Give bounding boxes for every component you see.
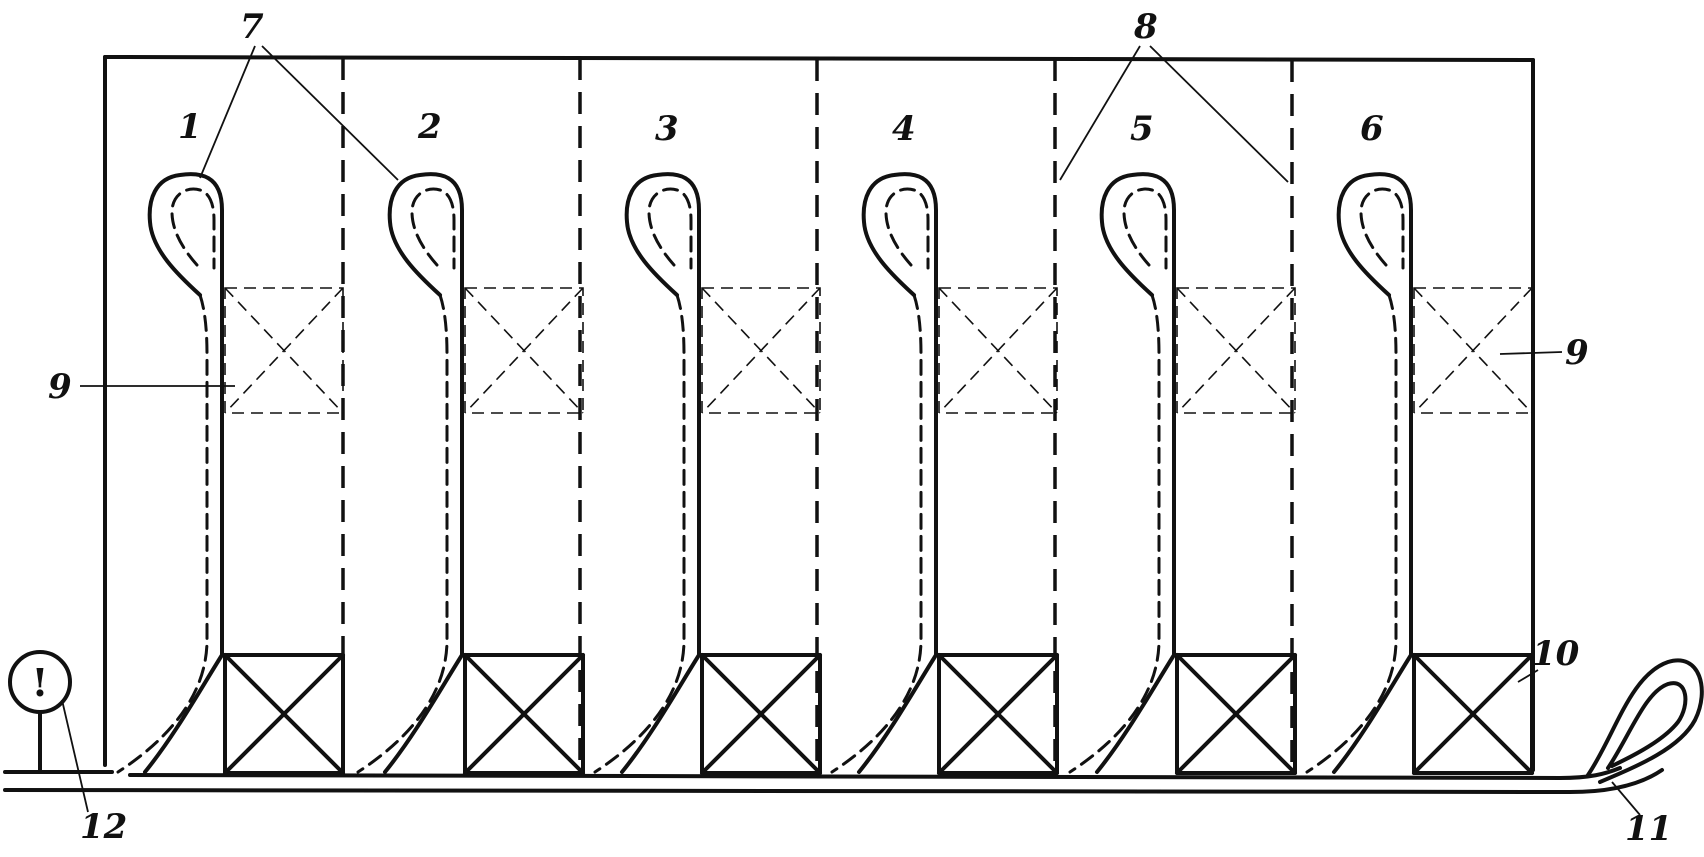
loading-block xyxy=(937,653,1059,775)
loading-block xyxy=(223,653,345,775)
access-road-dashed xyxy=(1305,293,1398,774)
loop-dashed-inner xyxy=(410,187,456,270)
loop-dashed-inner xyxy=(1122,187,1168,270)
bay-partitions xyxy=(341,58,1294,769)
access-road-fillet xyxy=(383,653,464,774)
storage-box xyxy=(1413,287,1533,414)
access-road-fillet xyxy=(143,653,224,774)
access-road-solid xyxy=(624,172,704,657)
road-lower-edge xyxy=(3,768,1664,794)
storage-diagonal xyxy=(1413,287,1533,414)
leader-line xyxy=(1149,45,1289,183)
loop-dashed-inner xyxy=(647,187,693,270)
access-road-solid xyxy=(147,172,227,657)
bay-label: 2 xyxy=(417,107,442,147)
end-loop-inner xyxy=(1606,681,1688,770)
storage-diagonal xyxy=(464,287,584,414)
callout-loading-block: 10 xyxy=(1517,634,1580,683)
callout-label: 10 xyxy=(1532,634,1580,674)
storage-box xyxy=(701,287,821,414)
callout-storage-left: 9 xyxy=(48,367,235,407)
bay-label: 4 xyxy=(892,109,916,149)
callout-label: 9 xyxy=(48,367,72,407)
callout-label: 9 xyxy=(1565,333,1589,373)
access-road-solid xyxy=(1336,172,1416,657)
access-road-dashed xyxy=(830,293,923,774)
access-road-solid xyxy=(861,172,941,657)
bays-layer xyxy=(116,172,1534,775)
callout-storage-right: 9 xyxy=(1499,333,1589,373)
road-upper-edge xyxy=(128,766,1622,780)
loop-dashed-inner xyxy=(1359,187,1405,270)
bay xyxy=(1068,172,1297,775)
loading-diagonal xyxy=(1175,653,1297,775)
leader-line xyxy=(261,45,399,181)
end-turning-loop xyxy=(1586,658,1704,784)
frame-top-wall xyxy=(103,55,1535,62)
bay-labels: 1 2 3 4 5 6 xyxy=(178,107,1384,149)
callout-partition: 8 xyxy=(1059,7,1289,183)
bay-label: 6 xyxy=(1360,109,1384,149)
callout-label: 11 xyxy=(1625,809,1672,849)
bay-label: 5 xyxy=(1130,109,1154,149)
storage-box xyxy=(938,287,1058,414)
leader-line xyxy=(61,699,89,813)
loading-diagonal xyxy=(223,653,345,775)
callout-turning-loop: 7 xyxy=(199,7,399,181)
access-road-fillet xyxy=(620,653,701,774)
loop-dashed-inner xyxy=(170,187,216,270)
bay xyxy=(356,172,585,775)
storage-diagonal xyxy=(1176,287,1296,414)
callout-label: 8 xyxy=(1133,7,1158,47)
loading-block xyxy=(463,653,585,775)
bay xyxy=(116,172,345,775)
bay xyxy=(1305,172,1534,775)
access-road-fillet xyxy=(1095,653,1176,774)
access-road-fillet xyxy=(857,653,938,774)
storage-diagonal xyxy=(224,287,344,414)
leader-line xyxy=(199,45,256,179)
loading-block xyxy=(1412,653,1534,775)
storage-diagonal xyxy=(701,287,821,414)
leader-line xyxy=(1059,45,1141,181)
loading-diagonal xyxy=(937,653,1059,775)
callout-label: 12 xyxy=(80,807,127,847)
bay xyxy=(830,172,1059,775)
access-road-dashed xyxy=(593,293,686,774)
callout-end-loop: 11 xyxy=(1611,781,1672,849)
storage-diagonal xyxy=(938,287,1058,414)
access-road-dashed xyxy=(116,293,209,774)
loading-block xyxy=(700,653,822,775)
access-road-solid xyxy=(1099,172,1179,657)
storage-box xyxy=(464,287,584,414)
access-road-dashed xyxy=(356,293,449,774)
access-road-solid xyxy=(387,172,467,657)
access-road-fillet xyxy=(1332,653,1413,774)
signal-post: ! 12 xyxy=(8,650,127,847)
bay-label: 1 xyxy=(178,107,202,147)
bay xyxy=(593,172,822,775)
loading-block xyxy=(1175,653,1297,775)
end-loop-outer xyxy=(1586,658,1704,784)
storage-box xyxy=(224,287,344,414)
access-road-dashed xyxy=(1068,293,1161,774)
loading-diagonal xyxy=(700,653,822,775)
bay-label: 3 xyxy=(655,109,679,149)
storage-box xyxy=(1176,287,1296,414)
leader-line xyxy=(1611,781,1641,816)
leader-line xyxy=(1499,351,1563,355)
leader-line xyxy=(1517,669,1539,683)
loading-diagonal xyxy=(463,653,585,775)
main-road xyxy=(3,766,1664,794)
callout-label: 7 xyxy=(240,7,264,47)
loop-dashed-inner xyxy=(884,187,930,270)
signal-symbol: ! xyxy=(32,660,49,705)
building-frame xyxy=(103,55,1535,772)
loading-diagonal xyxy=(1412,653,1534,775)
